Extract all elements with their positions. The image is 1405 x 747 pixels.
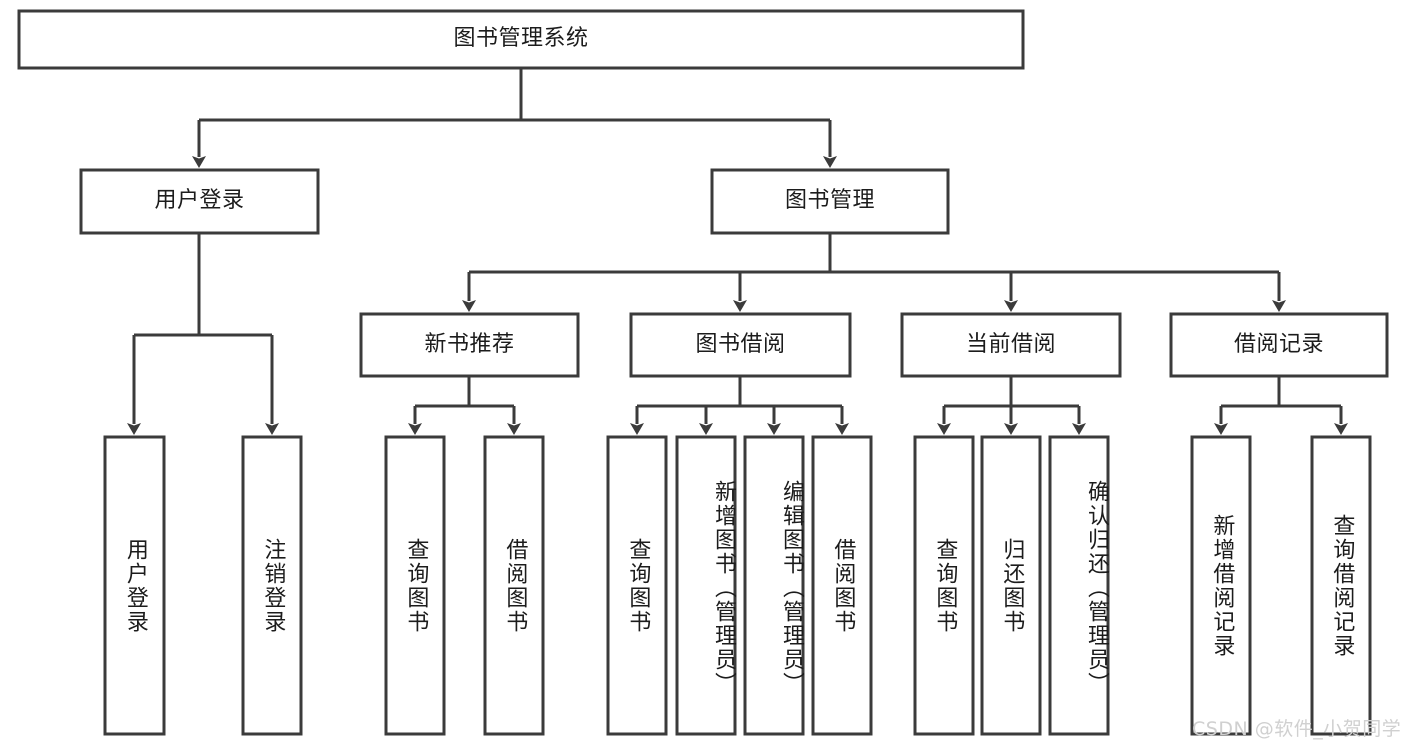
leaf-node-8: [811, 435, 873, 736]
leaf-node-12: [1190, 435, 1252, 736]
level3-node-4: [1169, 312, 1389, 378]
leaf-node-1: [103, 435, 166, 736]
leaf-node-2: [241, 435, 303, 736]
connector-layer: [127, 68, 1348, 435]
leaf-node-9: [913, 435, 975, 736]
level2-node-2: [710, 168, 950, 235]
leaf-node-5: [606, 435, 668, 736]
box-layer: [17, 9, 1389, 736]
leaf-node-13: [1310, 435, 1372, 736]
leaf-node-10: [980, 435, 1042, 736]
level3-node-2: [629, 312, 852, 378]
leaf-node-7: [743, 435, 805, 736]
watermark-text: CSDN @软件_小贺同学: [1192, 718, 1402, 740]
leaf-node-4: [483, 435, 545, 736]
root-node-book-management-system: [17, 9, 1025, 70]
leaf-node-3: [384, 435, 446, 736]
level2-node-1: [79, 168, 320, 235]
level3-node-1: [359, 312, 580, 378]
leaf-node-6: [675, 435, 737, 736]
level3-node-3: [900, 312, 1122, 378]
leaf-node-11: [1048, 435, 1110, 736]
